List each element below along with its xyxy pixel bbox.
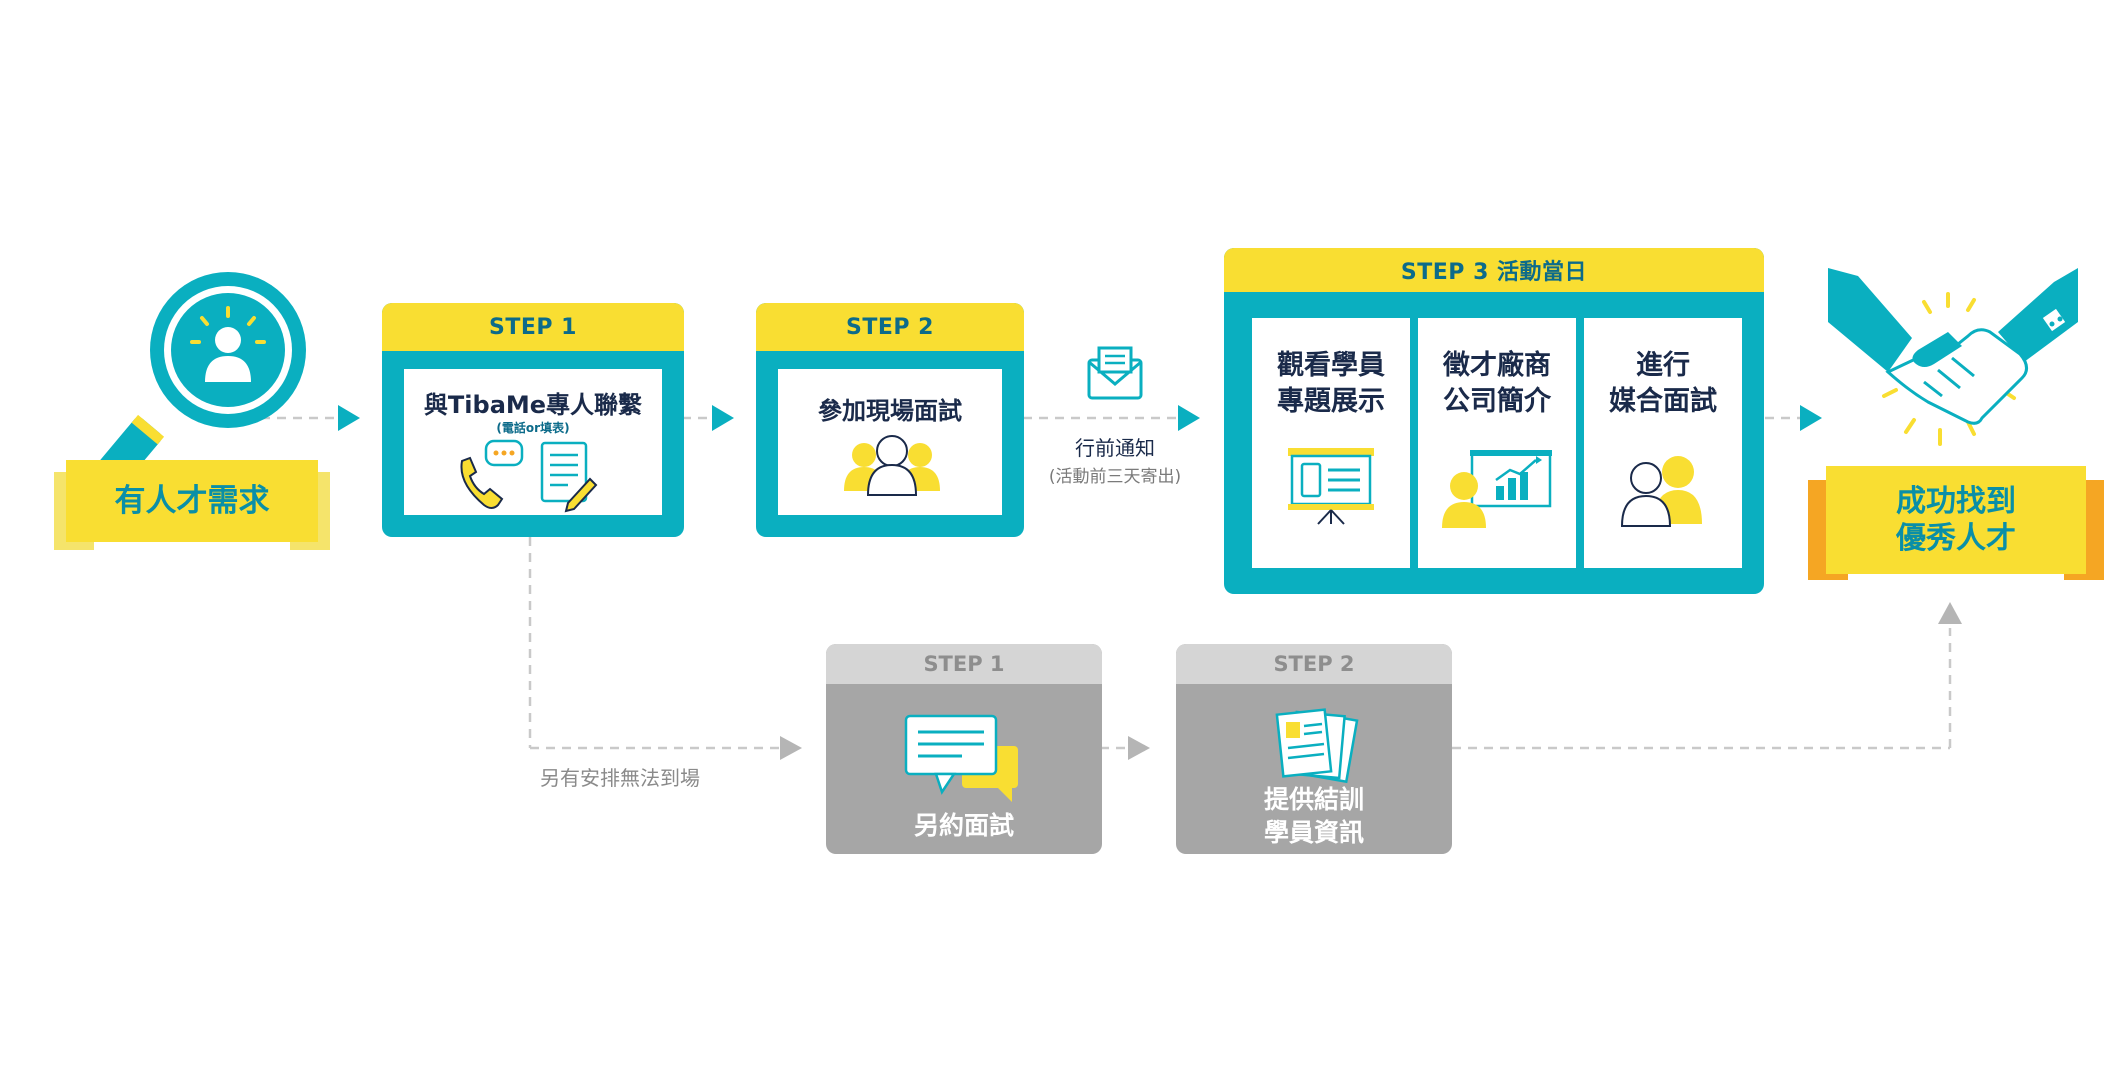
phone-icon [460,456,504,509]
step3-item-line2: 公司簡介 [1443,386,1551,418]
step1-card: STEP 1 與TibaMe專人聯繫 (電話or填表) [382,303,684,537]
step3-item-line2: 媒合面試 [1609,386,1717,418]
start-ribbon: 有人才需求 [54,460,330,550]
end-ribbon: 成功找到優秀人才 [1808,466,2104,580]
presentation-board-icon [1288,448,1374,525]
step1-subtitle: (電話or填表) [496,421,570,435]
two-people-icon [1620,456,1702,527]
alt-step2-title: 提供結訓 學員資訊 [1176,784,1452,849]
step2-content: 參加現場面試 [778,369,1002,515]
alt-step1-title: 另約面試 [913,811,1014,840]
notify-sub: (活動前三天寄出) [1048,467,1182,487]
branch-label: 另有安排無法到場 [540,766,700,790]
end-label: 成功找到優秀人才 [1826,466,2086,574]
resume-docs-icon [1275,708,1359,784]
alt-step2-line1: 提供結訓 [1263,785,1364,814]
form-pencil-icon [540,441,598,513]
end-line2: 優秀人才 [1896,521,2016,556]
step3-item-company: 徵才廠商公司簡介 [1418,318,1576,568]
step2-title: 參加現場面試 [818,397,962,425]
step2-card: STEP 2 參加現場面試 [756,303,1024,537]
alt-step2-cap: STEP 2 [1176,644,1452,684]
arrow-right-icon [780,736,802,760]
arrow-right-icon [1800,405,1822,431]
step3-item-line1: 觀看學員 [1277,350,1385,381]
phone-form-icons [460,439,598,513]
end-line1: 成功找到 [1896,483,2016,519]
alt-step2-card: STEP 2 提供結訓 學員資訊 [1176,644,1452,854]
step3-cap: STEP 3 活動當日 [1224,248,1764,292]
alt-step2-line2: 學員資訊 [1263,817,1364,847]
step1-cap: STEP 1 [382,303,684,351]
step3-item-line1: 進行 [1636,350,1690,381]
start-label: 有人才需求 [66,460,318,542]
alt-step1-card: STEP 1 另約面試 [826,644,1102,854]
group-icon [844,435,940,496]
step3-item-line2: 專題展示 [1277,386,1385,418]
step3-item-line1: 徵才廠商 [1443,350,1551,381]
arrow-right-icon [338,405,360,431]
step3-card: STEP 3 活動當日 觀看學員專題展示 徵才廠商公司簡介 [1224,248,1764,594]
step1-title: 與TibaMe專人聯繫 [423,391,643,419]
arrow-right-icon [712,405,734,431]
chat-icon [484,439,524,467]
arrow-right-icon [1178,405,1200,431]
step1-content: 與TibaMe專人聯繫 (電話or填表) [404,369,662,515]
step2-cap: STEP 2 [756,303,1024,351]
step3-item-matching: 進行媒合面試 [1584,318,1742,568]
speech-bubbles-icon [904,714,1018,802]
notify-label: 行前通知 [1075,436,1155,460]
magnifier-person-icon [95,272,306,488]
handshake-icon [1828,268,2078,446]
arrow-up-icon [1938,602,1962,624]
mail-icon [1087,346,1143,400]
alt-step1-cap: STEP 1 [826,644,1102,684]
person-chart-icon [1442,450,1552,528]
step3-item-showcase: 觀看學員專題展示 [1252,318,1410,568]
arrow-right-icon [1128,736,1150,760]
